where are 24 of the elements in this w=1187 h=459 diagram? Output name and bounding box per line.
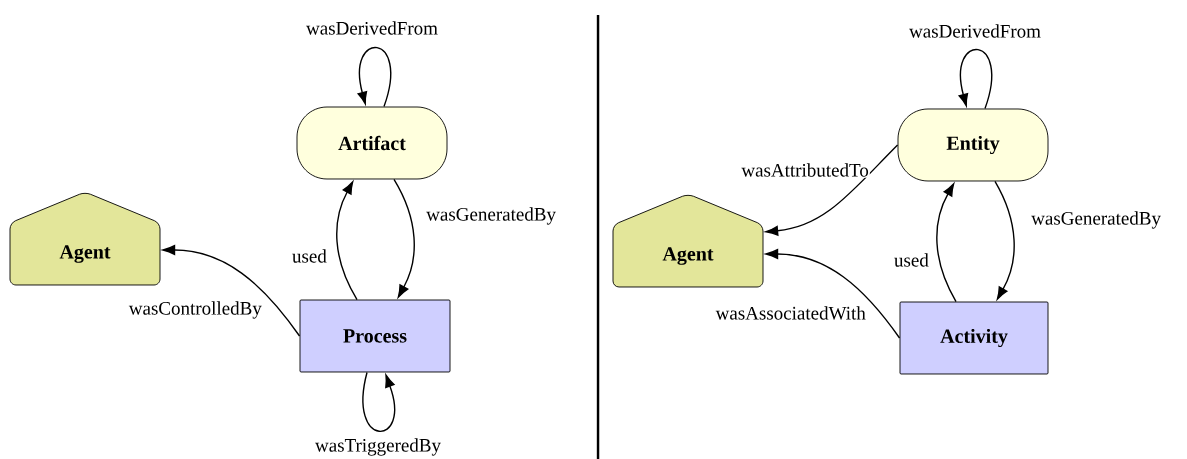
edge-label: wasAssociatedWith (714, 305, 867, 321)
arrow (765, 249, 901, 339)
rounded-box: Entity (897, 108, 1049, 182)
edge-label: wasDerivedFrom (305, 20, 439, 36)
edge-label: wasControlledBy (127, 300, 263, 320)
edge-label: used (893, 252, 930, 268)
arrow (336, 181, 358, 301)
edge-label: wasGeneratedBy (425, 206, 557, 226)
edge-label: wasAttributedTo (740, 162, 870, 178)
edge-label: wasGeneratedBy (1030, 210, 1162, 230)
arrow (765, 144, 899, 236)
arrow (936, 183, 957, 303)
arrow (393, 178, 415, 298)
arrow (994, 180, 1015, 300)
edge-label: wasDerivedFrom (908, 23, 1042, 39)
rounded-box: Artifact (296, 106, 448, 180)
edge-label: wasTriggeredBy (314, 437, 442, 457)
process-box: Process (299, 299, 451, 373)
arrow (357, 46, 392, 108)
arrow (958, 48, 993, 110)
arrow (162, 245, 301, 337)
edge-label: used (291, 248, 328, 264)
arrow (362, 371, 396, 432)
process-box: Activity (899, 301, 1049, 375)
